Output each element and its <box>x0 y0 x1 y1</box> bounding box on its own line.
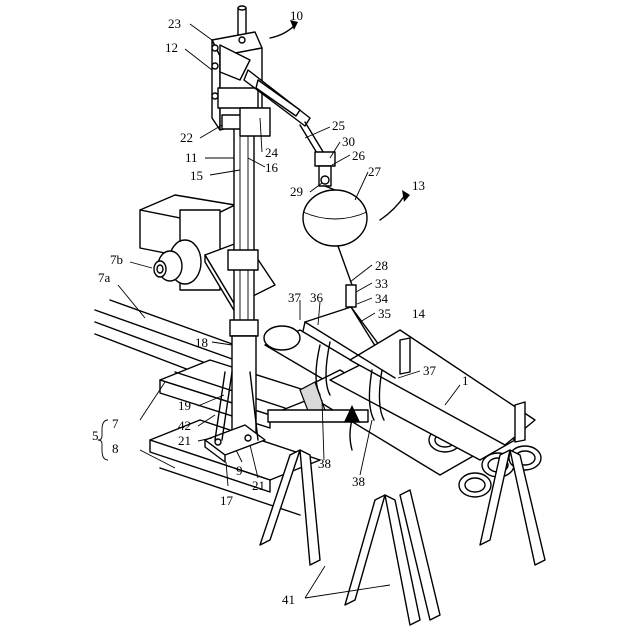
label-30: 30 <box>342 134 355 149</box>
label-10: 10 <box>290 8 303 23</box>
label-12: 12 <box>165 40 178 55</box>
label-27: 27 <box>368 164 382 179</box>
label-13: 13 <box>412 178 425 193</box>
label-8: 8 <box>112 441 119 456</box>
label-23: 23 <box>168 16 181 31</box>
label-15: 15 <box>190 168 203 183</box>
label-7b: 7b <box>110 252 123 267</box>
label-17: 17 <box>220 493 234 508</box>
label-19: 19 <box>178 398 191 413</box>
label-35: 35 <box>378 306 391 321</box>
brace-5 <box>98 420 108 460</box>
label-36: 36 <box>310 290 324 305</box>
label-9: 9 <box>236 463 243 478</box>
label-16: 16 <box>265 160 279 175</box>
label-37-right: 37 <box>423 363 437 378</box>
label-42: 42 <box>178 418 191 433</box>
label-22: 22 <box>180 130 193 145</box>
label-1: 1 <box>462 373 469 388</box>
label-38-left: 38 <box>318 456 331 471</box>
label-34: 34 <box>375 291 389 306</box>
label-7: 7 <box>112 416 119 431</box>
label-5: 5 <box>92 428 99 443</box>
label-26: 26 <box>352 148 366 163</box>
label-28: 28 <box>375 258 388 273</box>
label-38-right: 38 <box>352 474 365 489</box>
label-33: 33 <box>375 276 388 291</box>
label-7a: 7a <box>98 270 111 285</box>
label-14: 14 <box>412 306 426 321</box>
label-25: 25 <box>332 118 345 133</box>
label-24: 24 <box>265 145 279 160</box>
label-21-right: 21 <box>252 478 265 493</box>
label-21-left: 21 <box>178 433 191 448</box>
label-29: 29 <box>290 184 303 199</box>
label-41: 41 <box>282 592 295 607</box>
label-11: 11 <box>185 150 198 165</box>
label-37-top: 37 <box>288 290 302 305</box>
label-18: 18 <box>195 335 208 350</box>
